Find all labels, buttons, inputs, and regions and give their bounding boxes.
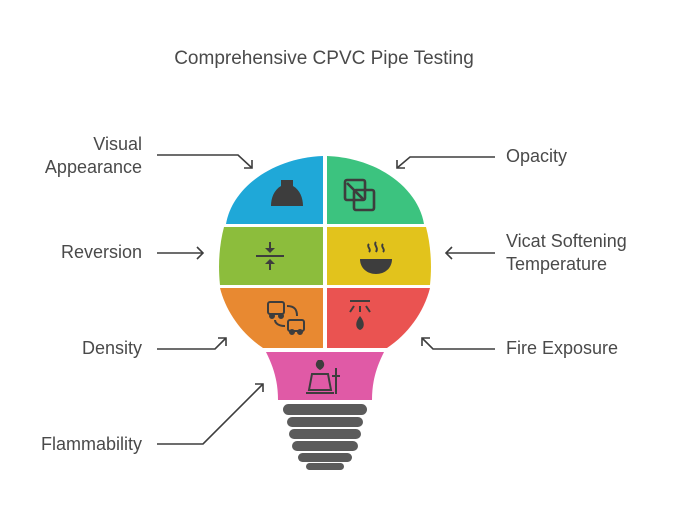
- label-flammability: Flammability: [40, 434, 142, 454]
- bell-jar-icon: [271, 180, 303, 206]
- segment-vicat: [327, 227, 431, 285]
- arrow-density: [157, 337, 227, 350]
- arrow-fire-exposure: [421, 337, 495, 350]
- sprinkler-flame-icon: [349, 300, 371, 330]
- label-opacity: Opacity: [506, 146, 568, 166]
- label-reversion: Reversion: [60, 242, 142, 262]
- segment-visual-appearance: [226, 156, 323, 224]
- label-fire-exposure: Fire Exposure: [506, 338, 619, 358]
- burner-flask-icon: [306, 360, 340, 394]
- connector-arrows: [157, 154, 495, 445]
- segment-flammability: [266, 352, 384, 400]
- heated-bowl-icon: [360, 241, 392, 274]
- overlapping-squares-icon: [343, 178, 376, 212]
- vehicles-icon: [267, 301, 305, 335]
- bulb-base: [283, 404, 367, 470]
- diagram-title: Comprehensive CPVC Pipe Testing: [174, 48, 474, 69]
- label-density: Density: [81, 338, 142, 358]
- arrow-flammability: [157, 383, 264, 445]
- segment-fire-exposure: [327, 288, 430, 348]
- segment-opacity: [327, 156, 424, 224]
- label-visual-appearance: Visual Appearance: [44, 134, 142, 177]
- arrow-opacity: [396, 156, 495, 169]
- label-vicat-softening-temperature: Vicat Softening Temperature: [506, 231, 627, 274]
- arrow-visual-appearance: [157, 154, 253, 169]
- compress-arrows-icon: [256, 242, 284, 270]
